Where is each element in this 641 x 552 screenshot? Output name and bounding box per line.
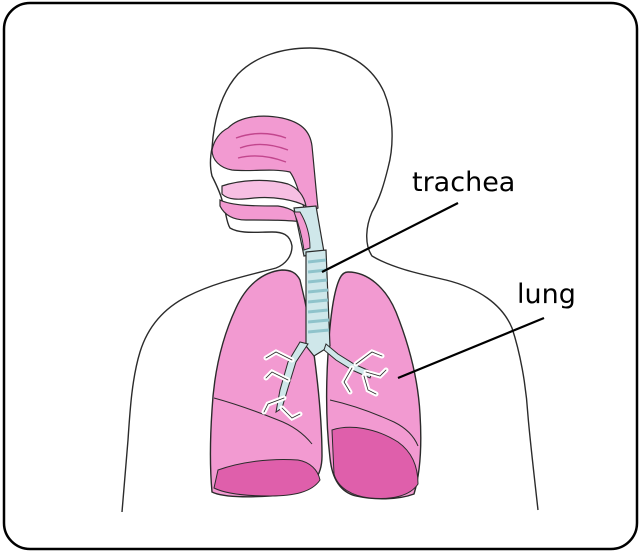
lung-label: lung <box>517 279 576 310</box>
trachea-label: trachea <box>412 167 515 198</box>
